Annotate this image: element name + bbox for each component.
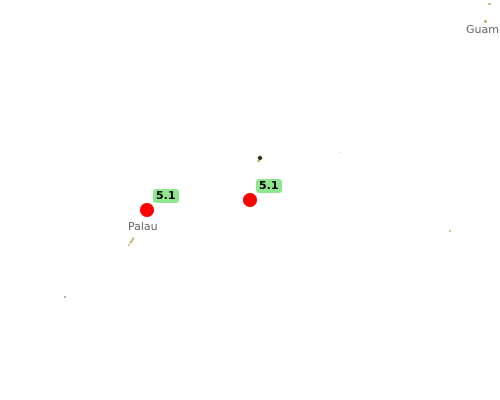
place-label-guam: Guam — [466, 23, 499, 36]
island-corner-north — [488, 3, 491, 5]
magnitude-badge[interactable]: 5.1 — [256, 179, 282, 194]
island-palau-south — [128, 244, 130, 246]
island-north-central-shoal — [257, 160, 260, 162]
islet-east — [449, 230, 451, 232]
place-label-palau: Palau — [128, 220, 158, 233]
island-palau-chain — [129, 236, 135, 245]
islet-center-east — [340, 152, 341, 153]
magnitude-badge[interactable]: 5.1 — [153, 189, 179, 204]
islet-southwest — [64, 296, 66, 298]
earthquake-marker[interactable] — [243, 193, 257, 207]
island-guam — [484, 20, 487, 23]
earthquake-marker[interactable] — [140, 203, 154, 217]
